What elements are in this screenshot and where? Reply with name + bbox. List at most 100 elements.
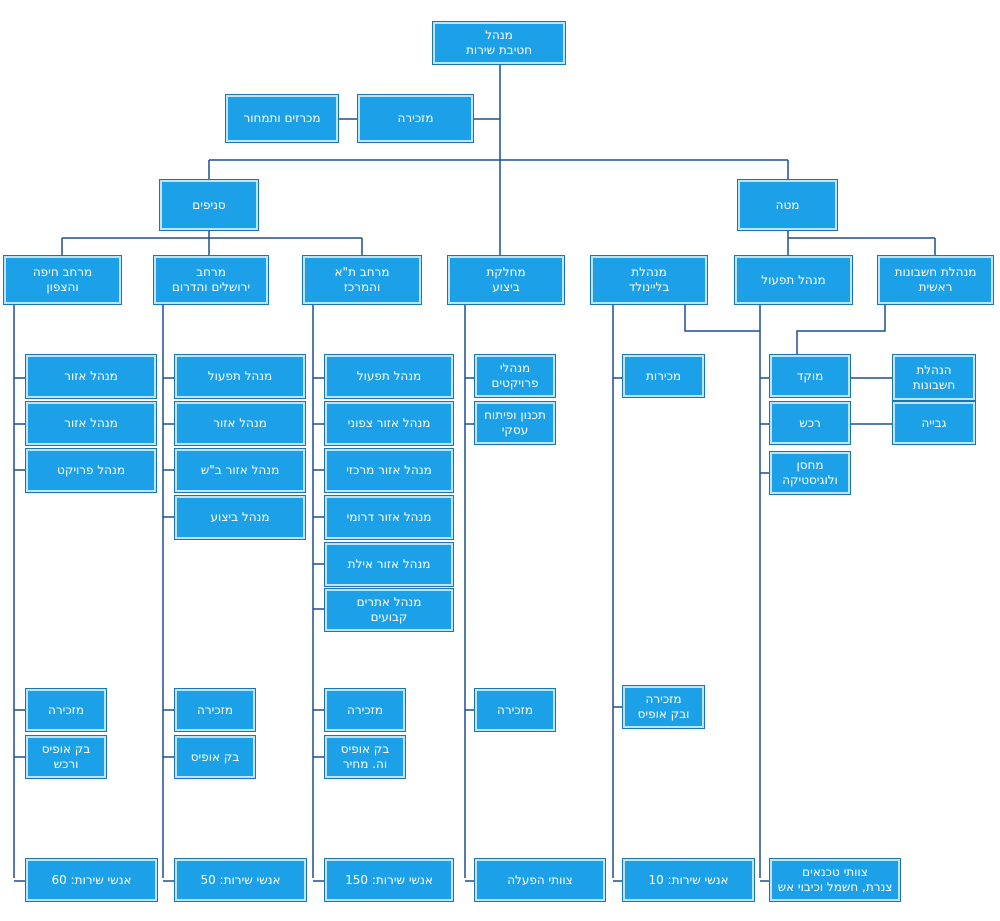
blinold-secretary-label-2: ובק אופיס: [637, 707, 690, 721]
blinold-headcount[interactable]: אנשי שירות: 10: [623, 859, 754, 901]
jerusalem-staff-2-label: מנהל אזור: [213, 416, 267, 430]
execution-subtitle: ביצוע: [492, 280, 520, 294]
telaviv-south-manager[interactable]: מנהל אזור דרומי: [325, 496, 453, 539]
telaviv-title: מרחב ת"א: [334, 265, 390, 279]
haifa-headcount-label: אנשי שירות: 60: [51, 872, 132, 887]
jerusalem-subtitle: ירושלים והדרום: [171, 280, 251, 294]
business-planning-label-2: עסקי: [501, 423, 529, 437]
jerusalem-execution-manager[interactable]: מנהל ביצוע: [175, 496, 305, 539]
jerusalem-secretary-label: מזכירה: [197, 702, 233, 717]
haifa-backoffice-label-1: בק אופיס: [41, 742, 91, 756]
operations-title: מנהל תפעול: [761, 272, 826, 287]
jerusalem-area-manager[interactable]: מנהל אזור: [175, 402, 305, 445]
project-managers-label-2: פרויקטים: [491, 376, 539, 390]
telaviv-central-manager[interactable]: מנהל אזור מרכזי: [325, 449, 453, 492]
telaviv-secretary[interactable]: מזכירה: [325, 689, 405, 731]
haifa-headcount[interactable]: אנשי שירות: 60: [26, 859, 157, 901]
telaviv-fixed-sites-label-1: מנהל אתרים: [356, 595, 422, 609]
accounting-title: מנהלת חשבונות: [894, 265, 977, 279]
telaviv-eilat-manager[interactable]: מנהל אזור אילת: [325, 543, 453, 586]
jerusalem-staff-1-label: מנהל תפעול: [207, 369, 273, 383]
branches-box[interactable]: סניפים: [160, 180, 258, 230]
execution-title: מחלקת: [486, 265, 526, 279]
haifa-secretary[interactable]: מזכירה: [26, 689, 106, 731]
ceo-secretary-box[interactable]: מזכירה: [358, 95, 473, 142]
jerusalem-staff-3-label: מנהל אזור ב"ש: [200, 463, 280, 477]
blinold-secretary-label-1: מזכירה: [645, 692, 682, 706]
accounting-subtitle: ראשית: [918, 280, 953, 294]
dispatch-center-label: מוקד: [796, 368, 824, 383]
blinold-title: מנהלת: [631, 265, 667, 279]
haifa-area-manager-1[interactable]: מנהל אזור: [26, 355, 156, 398]
collection-box[interactable]: גבייה: [893, 402, 975, 444]
jerusalem-headcount[interactable]: אנשי שירות: 50: [175, 859, 306, 901]
jerusalem-backoffice-label: בק אופיס: [190, 749, 240, 764]
branches-label: סניפים: [192, 197, 226, 212]
ceo-title: מנהל: [485, 28, 513, 42]
recruitment-box[interactable]: מכרזים ותמחור: [226, 95, 338, 142]
telaviv-north-manager[interactable]: מנהל אזור צפוני: [325, 402, 453, 445]
haifa-area-manager-1-label: מנהל אזור: [64, 369, 118, 383]
collection-label: גבייה: [921, 415, 947, 430]
execution-secretary-label: מזכירה: [497, 702, 533, 717]
purchasing-label: רכש: [799, 415, 821, 430]
haifa-area-manager-2[interactable]: מנהל אזור: [26, 402, 156, 445]
jerusalem-backoffice[interactable]: בק אופיס: [175, 736, 255, 778]
jerusalem-title: מרחב: [196, 265, 226, 279]
recruitment-label: מכרזים ותמחור: [243, 111, 321, 125]
telaviv-backoffice-label-1: בק אופיס: [340, 742, 390, 756]
haifa-backoffice-label-2: ורכש: [53, 757, 79, 771]
blinold-sales-box[interactable]: מכירות: [623, 355, 704, 397]
operating-teams-box[interactable]: צוותי הפעלה: [475, 859, 605, 901]
telaviv-staff-2-label: מנהל אזור צפוני: [347, 416, 431, 430]
haifa-title: מרחב חיפה: [32, 265, 93, 279]
hq-box[interactable]: מטה: [738, 180, 837, 230]
haifa-project-manager[interactable]: מנהל פרויקט: [26, 449, 156, 492]
telaviv-staff-1-label: מנהל תפעול: [356, 369, 422, 383]
jerusalem-operations-manager[interactable]: מנהל תפעול: [175, 355, 305, 398]
jerusalem-beersheva-manager[interactable]: מנהל אזור ב"ש: [175, 449, 305, 492]
execution-secretary[interactable]: מזכירה: [475, 689, 555, 731]
telaviv-headcount[interactable]: אנשי שירות: 150: [325, 859, 453, 901]
dispatch-center-box[interactable]: מוקד: [770, 355, 850, 397]
telaviv-staff-5-label: מנהל אזור אילת: [347, 557, 431, 571]
technician-teams-label-1: צוותי טכנאים: [802, 865, 868, 879]
operating-teams-label: צוותי הפעלה: [507, 872, 573, 887]
jerusalem-secretary[interactable]: מזכירה: [175, 689, 255, 731]
telaviv-backoffice-label-2: וה. מחיר: [342, 757, 388, 771]
hq-label: מטה: [775, 197, 800, 212]
bookkeeping-label-2: חשבונות: [912, 377, 956, 392]
operations-manager-box[interactable]: מנהל תפעול: [735, 256, 852, 304]
purchasing-box[interactable]: רכש: [770, 402, 850, 444]
telaviv-staff-4-label: מנהל אזור דרומי: [346, 510, 432, 524]
ceo-secretary-label: מזכירה: [397, 111, 434, 125]
telaviv-subtitle: והמרכז: [343, 280, 381, 294]
bookkeeping-label-1: הנהלת: [916, 362, 952, 377]
blinold-sales-label: מכירות: [645, 368, 682, 383]
telaviv-secretary-label: מזכירה: [347, 702, 383, 717]
project-managers-label-1: מנהלי: [499, 361, 531, 375]
jerusalem-headcount-label: אנשי שירות: 50: [200, 872, 281, 887]
telaviv-fixed-sites-label-2: קבועים: [370, 610, 408, 624]
telaviv-operations-manager[interactable]: מנהל תפעול: [325, 355, 453, 398]
haifa-area-manager-2-label: מנהל אזור: [64, 416, 118, 430]
blinold-headcount-label: אנשי שירות: 10: [648, 872, 729, 887]
jerusalem-staff-4-label: מנהל ביצוע: [210, 510, 270, 524]
telaviv-headcount-label: אנשי שירות: 150: [345, 872, 433, 887]
